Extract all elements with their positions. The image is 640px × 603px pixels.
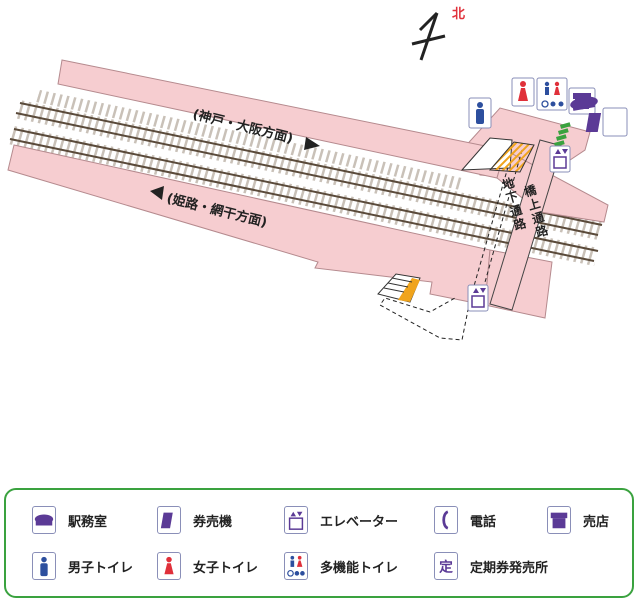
legend-item: 券売機 [157,506,232,534]
legend-label: 多機能トイレ [320,560,399,576]
legend-item: 男子トイレ [32,552,133,580]
svg-text:定: 定 [439,559,453,576]
mens-toilet-icon [468,97,492,129]
arrow-left-icon [150,186,164,200]
multipurpose-toilet-icon [284,552,308,580]
womens-toilet-icon [157,552,181,580]
legend-item: エレベーター [284,506,398,534]
legend-item: 定 定期券発売所 [434,552,548,580]
elevator-icon [467,284,489,312]
north-arrow: 北 [411,7,465,61]
legend-item: 売店 [547,506,609,534]
pass-office-icon: 定 [434,552,458,580]
elevator-icon [549,145,571,173]
legend-label: 売店 [583,514,610,530]
station-office-icon [32,506,56,534]
legend-label: 男子トイレ [68,560,134,576]
legend-item: 駅務室 [32,506,107,534]
legend-label: 電話 [470,514,497,530]
ticket-machine-icon [157,506,181,534]
shop-icon [547,506,571,534]
ticket-machine-icon [585,107,628,137]
legend-item: 多機能トイレ [284,552,398,580]
arrow-right-icon [304,137,320,150]
underpass [379,149,511,341]
legend-item: 女子トイレ [157,552,258,580]
womens-toilet-icon [511,77,535,107]
ticket-gates [554,122,571,147]
legend-label: 女子トイレ [193,560,259,576]
legend-label: 券売機 [193,514,233,530]
stairs-upper-fill [488,141,535,173]
multipurpose-toilet-icon [536,77,568,111]
mens-toilet-icon [32,552,56,580]
telephone-icon [434,506,458,534]
north-label: 北 [452,7,465,22]
legend: 駅務室 券売機 エレベーター 電話 売店男子トイレ 女子トイレ 多機能トイレ 定 定期券発売所 [4,488,634,598]
legend-label: 駅務室 [68,514,108,530]
platform-upper-right [496,149,609,223]
legend-label: エレベーター [320,514,399,530]
legend-item: 電話 [434,506,496,534]
stairs-lower [377,273,421,303]
elevator-icon [284,506,308,534]
station-office-icon [570,96,598,111]
legend-label: 定期券発売所 [470,560,549,576]
station-map: 北 (神戸・大阪方面) (姫路・網干方面) 橋上通路 地下通路 [7,7,628,341]
